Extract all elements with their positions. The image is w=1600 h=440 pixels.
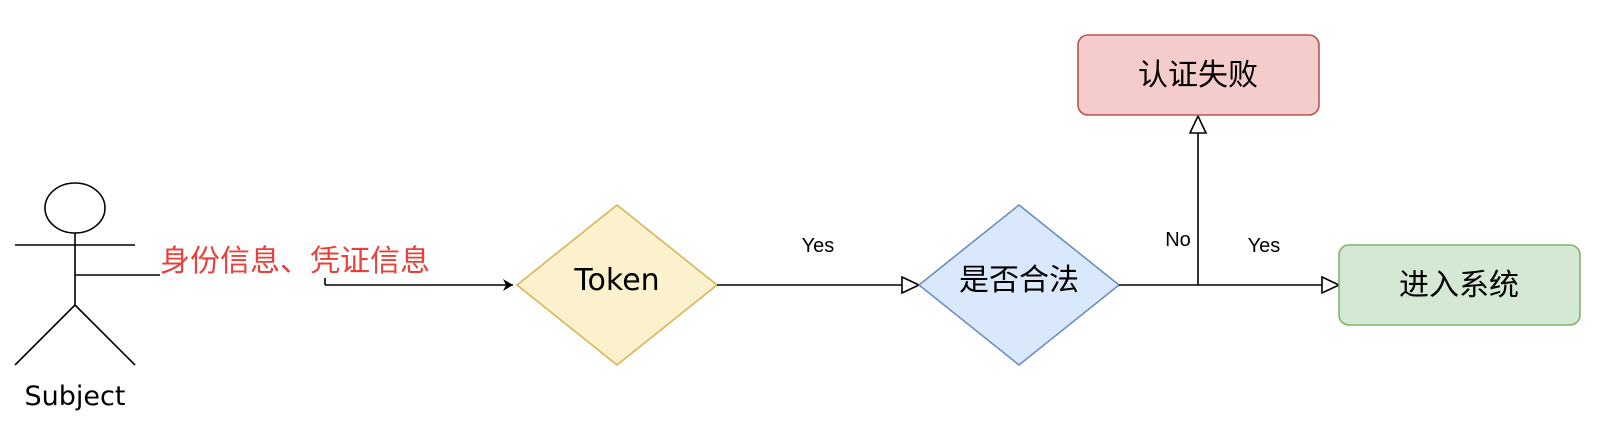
- edge-decision-to-fail-line: [1119, 116, 1198, 286]
- node-fail: 认证失败: [1077, 34, 1320, 116]
- edge-token-to-decision-label: Yes: [802, 235, 835, 257]
- edge-decision-to-success: Yes: [1198, 235, 1339, 285]
- edge-actor-to-token: 身份信息、凭证信息: [75, 244, 513, 291]
- node-token: Token: [515, 203, 719, 367]
- actor-right-leg: [74, 304, 136, 366]
- token-diamond: [515, 203, 719, 367]
- edge-decision-to-fail-label: No: [1165, 229, 1191, 251]
- node-decision: 是否合法: [917, 203, 1121, 367]
- edge-credentials-label: 身份信息、凭证信息: [160, 244, 430, 279]
- edge-token-to-decision: Yes: [717, 235, 919, 285]
- fail-label: 认证失败: [1138, 58, 1258, 93]
- decision-label: 是否合法: [959, 263, 1079, 298]
- success-box: [1338, 244, 1581, 326]
- decision-diamond: [917, 203, 1121, 367]
- actor-label: Subject: [25, 381, 126, 412]
- subject-actor: Subject: [14, 182, 136, 412]
- edge-decision-to-fail: No: [1119, 116, 1198, 286]
- node-success: 进入系统: [1338, 244, 1581, 326]
- success-label: 进入系统: [1399, 268, 1519, 303]
- edge-decision-to-success-label: Yes: [1248, 235, 1281, 257]
- fail-box: [1077, 34, 1320, 116]
- actor-head: [44, 182, 106, 234]
- token-label: Token: [573, 263, 659, 298]
- actor-left-leg: [14, 304, 76, 366]
